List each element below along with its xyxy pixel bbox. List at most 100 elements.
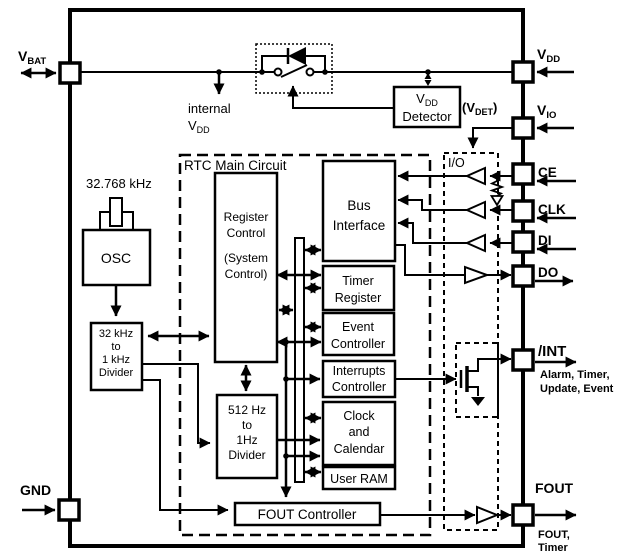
svg-text:Divider: Divider xyxy=(99,367,134,379)
fout-controller: FOUT Controller xyxy=(233,501,382,527)
switch-contact xyxy=(273,67,283,77)
clock-calendar: Clock and Calendar xyxy=(321,400,397,467)
pin-label: DI xyxy=(538,233,552,248)
diode-branch xyxy=(261,55,288,72)
internal-vdd-label-2: VDD xyxy=(188,118,210,135)
pin-clk: CLK xyxy=(511,199,576,224)
user-ram: User RAM xyxy=(321,465,397,491)
internal-vdd-tap: internal VDD xyxy=(188,72,231,135)
input-buffer-icon xyxy=(464,166,486,186)
divider-512: 512 Hz to 1Hz Divider xyxy=(215,393,279,480)
svg-text:Controller: Controller xyxy=(331,337,385,351)
junction-dot xyxy=(425,69,431,75)
bus-interface-box xyxy=(321,159,397,263)
bus-spine xyxy=(294,237,305,483)
input-buffer-icon xyxy=(464,200,486,220)
svg-text:(System: (System xyxy=(224,251,268,265)
resistor-icon xyxy=(489,176,505,197)
timer-register: Timer Register xyxy=(321,264,396,312)
pin-box xyxy=(511,162,535,186)
pin-label: VBAT xyxy=(18,48,46,67)
svg-text:Calendar: Calendar xyxy=(334,442,385,456)
rtc-main-circuit-label: RTC Main Circuit xyxy=(184,158,287,173)
divider-32k-box xyxy=(89,321,144,392)
crystal-frequency-label: 32.768 kHz xyxy=(86,176,152,191)
output-buffer-icon xyxy=(476,505,500,525)
pin-box xyxy=(511,348,535,372)
osc-label: OSC xyxy=(101,250,131,266)
svg-text:Control): Control) xyxy=(225,267,268,281)
junction-dot xyxy=(283,376,289,382)
vdd-detector-label-2: Detector xyxy=(402,109,452,124)
output-buffer-icon xyxy=(464,265,490,285)
pin-label: /INT xyxy=(538,343,566,360)
pin-vdd: VDD xyxy=(511,46,574,84)
pin-box xyxy=(511,503,535,527)
svg-text:Bus: Bus xyxy=(347,198,371,213)
vio-feed-wire xyxy=(467,127,513,149)
pin-fout: FOUT FOUT, Timer xyxy=(511,480,577,553)
svg-text:Control: Control xyxy=(227,226,266,240)
svg-text:Clock: Clock xyxy=(343,409,375,423)
svg-text:1Hz: 1Hz xyxy=(236,433,257,447)
event-controller-box xyxy=(321,311,396,357)
svg-text:Divider: Divider xyxy=(228,448,265,462)
internal-data-bus xyxy=(240,237,322,498)
switch-contact xyxy=(305,67,315,77)
svg-text:32 kHz: 32 kHz xyxy=(99,328,133,340)
pin-vbat: VBAT xyxy=(18,48,82,85)
pin-box xyxy=(511,60,535,84)
svg-text:FOUT Controller: FOUT Controller xyxy=(258,507,357,522)
rtc-main-circuit-region: RTC Main Circuit xyxy=(178,153,432,537)
svg-text:Interface: Interface xyxy=(333,218,386,233)
io-region-border xyxy=(443,152,499,531)
vdd-detector: VDD Detector (VDET) xyxy=(287,73,497,129)
vdd-detector-label-1: VDD xyxy=(416,91,438,108)
rtc-main-circuit-border xyxy=(178,153,432,537)
ce-pulldown-resistor xyxy=(489,173,505,207)
pin-box xyxy=(511,264,535,288)
pin-label: VDD xyxy=(537,46,560,65)
register-control: Register Control (System Control) xyxy=(213,171,279,364)
svg-text:Timer: Timer xyxy=(342,274,373,288)
svg-text:Register: Register xyxy=(335,291,382,305)
pin-int: /INT Alarm, Timer, Update, Event xyxy=(511,343,614,395)
fout-note-2: Timer xyxy=(538,542,568,553)
divider-512-box xyxy=(215,393,279,480)
pin-label: FOUT xyxy=(535,480,574,496)
pin-box xyxy=(58,61,82,85)
svg-text:and: and xyxy=(349,425,370,439)
pin-box xyxy=(57,498,81,522)
switch-lever xyxy=(280,64,308,78)
svg-text:512 Hz: 512 Hz xyxy=(228,403,266,417)
divider-32k-label: 32 kHz to 1 kHz Divider xyxy=(99,328,134,379)
int-driver-border xyxy=(455,342,499,418)
pin-vio: VIO xyxy=(511,102,574,140)
int-transistor xyxy=(459,353,512,406)
pin-box xyxy=(511,230,535,254)
switch-box-border xyxy=(255,43,333,94)
svg-text:Register: Register xyxy=(224,210,269,224)
io-region-label: I/O xyxy=(448,156,465,170)
register-control-label: Register Control (System Control) xyxy=(224,210,269,281)
pin-di: DI xyxy=(511,230,576,255)
ground-icon xyxy=(471,397,485,406)
pin-label: GND xyxy=(20,482,51,498)
input-buffer-icon xyxy=(464,233,486,253)
crystal-icon xyxy=(99,197,134,229)
int-note-1: Alarm, Timer, xyxy=(540,369,610,381)
clock-calendar-box xyxy=(321,400,397,467)
svg-text:Interrupts: Interrupts xyxy=(333,364,386,378)
divider-to-512-wire xyxy=(142,363,211,449)
divider-to-fout-wire xyxy=(142,379,229,516)
pin-label: DO xyxy=(538,265,558,280)
diode-icon xyxy=(288,47,306,65)
backup-switch xyxy=(255,43,333,94)
user-ram-box xyxy=(321,465,397,491)
io-buffers xyxy=(380,166,513,525)
pin-label: CLK xyxy=(538,202,566,217)
svg-text:to: to xyxy=(111,341,120,353)
register-control-box xyxy=(213,171,279,364)
